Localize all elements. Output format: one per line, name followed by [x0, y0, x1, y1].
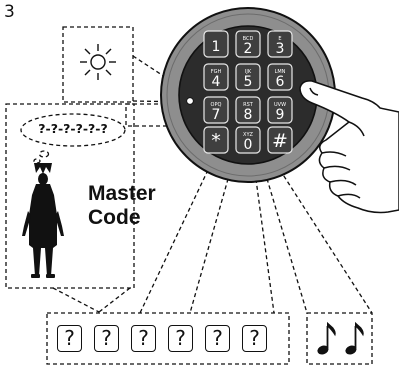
master-to-slots-line — [98, 287, 131, 313]
thought-bubble — [20, 113, 126, 147]
keypad-key[interactable]: 3E — [267, 30, 293, 58]
keypad-key-letters: BCD — [243, 36, 254, 42]
master-callout-box — [125, 103, 186, 127]
code-slot: ? — [131, 325, 156, 352]
keypad-key-label: 0 — [244, 137, 253, 153]
thought-bubble-text: ?-?-?-?-?-? — [38, 121, 108, 136]
keypad-key-letters: OPQ — [211, 102, 222, 108]
keypad-to-slots-line — [189, 171, 231, 314]
keypad-key-letters: E — [278, 36, 281, 42]
keypad-key-label: 6 — [276, 74, 285, 90]
led-callout-box — [62, 26, 134, 103]
keypad-key-letters: IJK — [245, 69, 252, 75]
keypad-key-letters: XYZ — [243, 132, 253, 138]
master-code-label-line2: Code — [88, 206, 141, 229]
keypad-to-beep-line — [279, 169, 373, 314]
keypad-key-label: 8 — [244, 107, 253, 123]
keypad-key[interactable]: # — [267, 126, 293, 154]
code-slot: ? — [57, 325, 82, 352]
beep-box — [306, 312, 373, 365]
led-indicator — [186, 97, 194, 105]
thought-dot-small — [33, 158, 41, 164]
keypad-key-label: # — [272, 130, 288, 152]
master-to-slots-line — [52, 287, 100, 313]
code-slot: ? — [242, 325, 267, 352]
keypad-key-label: 2 — [244, 41, 253, 57]
keypad-key-label: 5 — [244, 74, 253, 90]
step-number: 3 — [4, 2, 15, 22]
master-code-label-line1: Master — [88, 182, 156, 205]
led-flash-icon — [80, 44, 116, 80]
code-slot: ? — [94, 325, 119, 352]
keypad-key-label: 7 — [212, 107, 221, 123]
keypad-key[interactable]: * — [203, 126, 229, 154]
keypad-to-beep-line — [264, 171, 308, 314]
keypad-key-label: 1 — [212, 39, 221, 55]
music-notes-icon — [317, 321, 364, 355]
master-code-box — [5, 103, 135, 289]
keypad-key[interactable]: 1 — [203, 30, 229, 58]
keypad-key-label: 9 — [276, 107, 285, 123]
pointing-hand-icon — [299, 80, 399, 214]
keypad-key-label: 3 — [276, 41, 285, 57]
keypad-to-slots-line — [139, 169, 209, 314]
code-slots-box — [46, 312, 290, 365]
keypad-key-label: 4 — [212, 74, 221, 90]
keypad-to-slots-line — [254, 171, 275, 314]
code-slot: ? — [168, 325, 193, 352]
thought-dot-large — [38, 150, 50, 158]
keypad-key-letters: RST — [243, 102, 254, 108]
code-slot: ? — [205, 325, 230, 352]
keypad-key-label: * — [211, 130, 221, 152]
led-callout-line — [132, 55, 189, 93]
keypad-key-letters: LMN — [275, 69, 286, 75]
master-person-icon — [22, 163, 64, 278]
keypad-key-letters: FGH — [211, 69, 222, 75]
keypad-key-letters: UVW — [274, 102, 286, 108]
